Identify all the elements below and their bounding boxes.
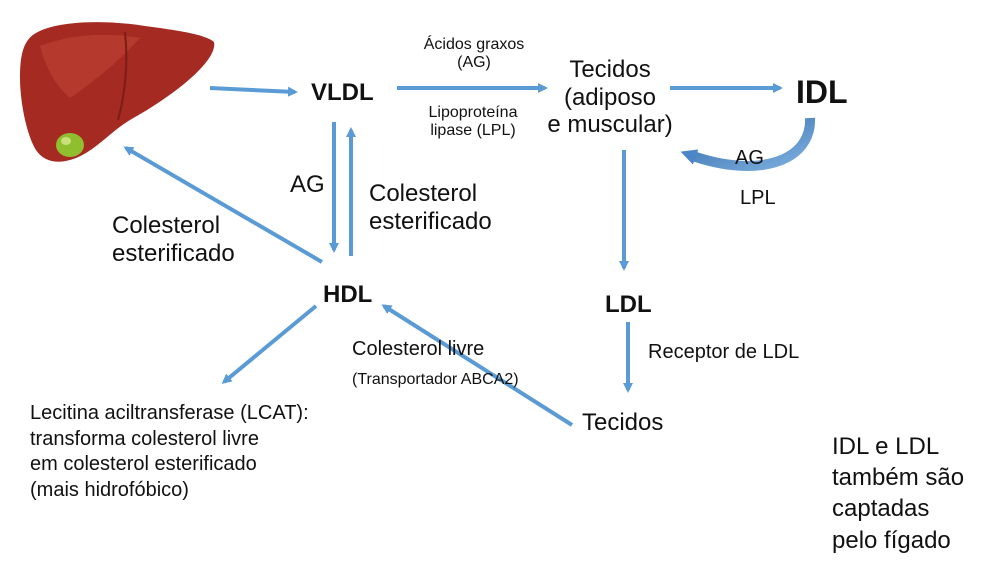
node-tecidos-adiposo: Tecidos (adiposo e muscular)	[547, 56, 673, 139]
arrow-hdl-to-lcat	[221, 304, 318, 384]
label-colesterol-esterificado-right: Colesterol esterificado	[369, 180, 492, 235]
arrow-liver-to-vldl	[209, 86, 298, 97]
node-ldl: LDL	[605, 291, 652, 318]
liver-icon	[20, 22, 215, 162]
label-transportador: (Transportador ABCA2)	[352, 371, 519, 388]
label-ag-curve: AG	[735, 147, 764, 169]
arrow-tecidos-to-hdl	[381, 304, 574, 427]
arrow-idl-curve	[680, 117, 816, 171]
label-idl-ldl-note: IDL e LDL também são captadas pelo fígad…	[832, 433, 965, 554]
label-lcat-note: Lecitina aciltransferase (LCAT): transfo…	[30, 402, 309, 501]
label-lipoproteina-lipase: Lipoproteína lipase (LPL)	[428, 104, 518, 140]
node-vldl: VLDL	[311, 79, 374, 106]
gallbladder-icon	[56, 133, 84, 157]
label-receptor-ldl: Receptor de LDL	[648, 341, 800, 363]
label-lpl-curve: LPL	[740, 187, 776, 209]
node-hdl: HDL	[323, 281, 373, 308]
label-colesterol-esterificado-left: Colesterol esterificado	[112, 212, 235, 267]
node-idl: IDL	[796, 74, 848, 110]
label-colesterol-livre: Colesterol livre	[352, 338, 485, 360]
label-ag-vertical: AG	[290, 171, 325, 198]
arrow-hdl-to-liver	[123, 146, 324, 264]
label-acidos-graxos: Ácidos graxos (AG)	[423, 36, 525, 72]
node-tecidos: Tecidos	[582, 409, 664, 436]
